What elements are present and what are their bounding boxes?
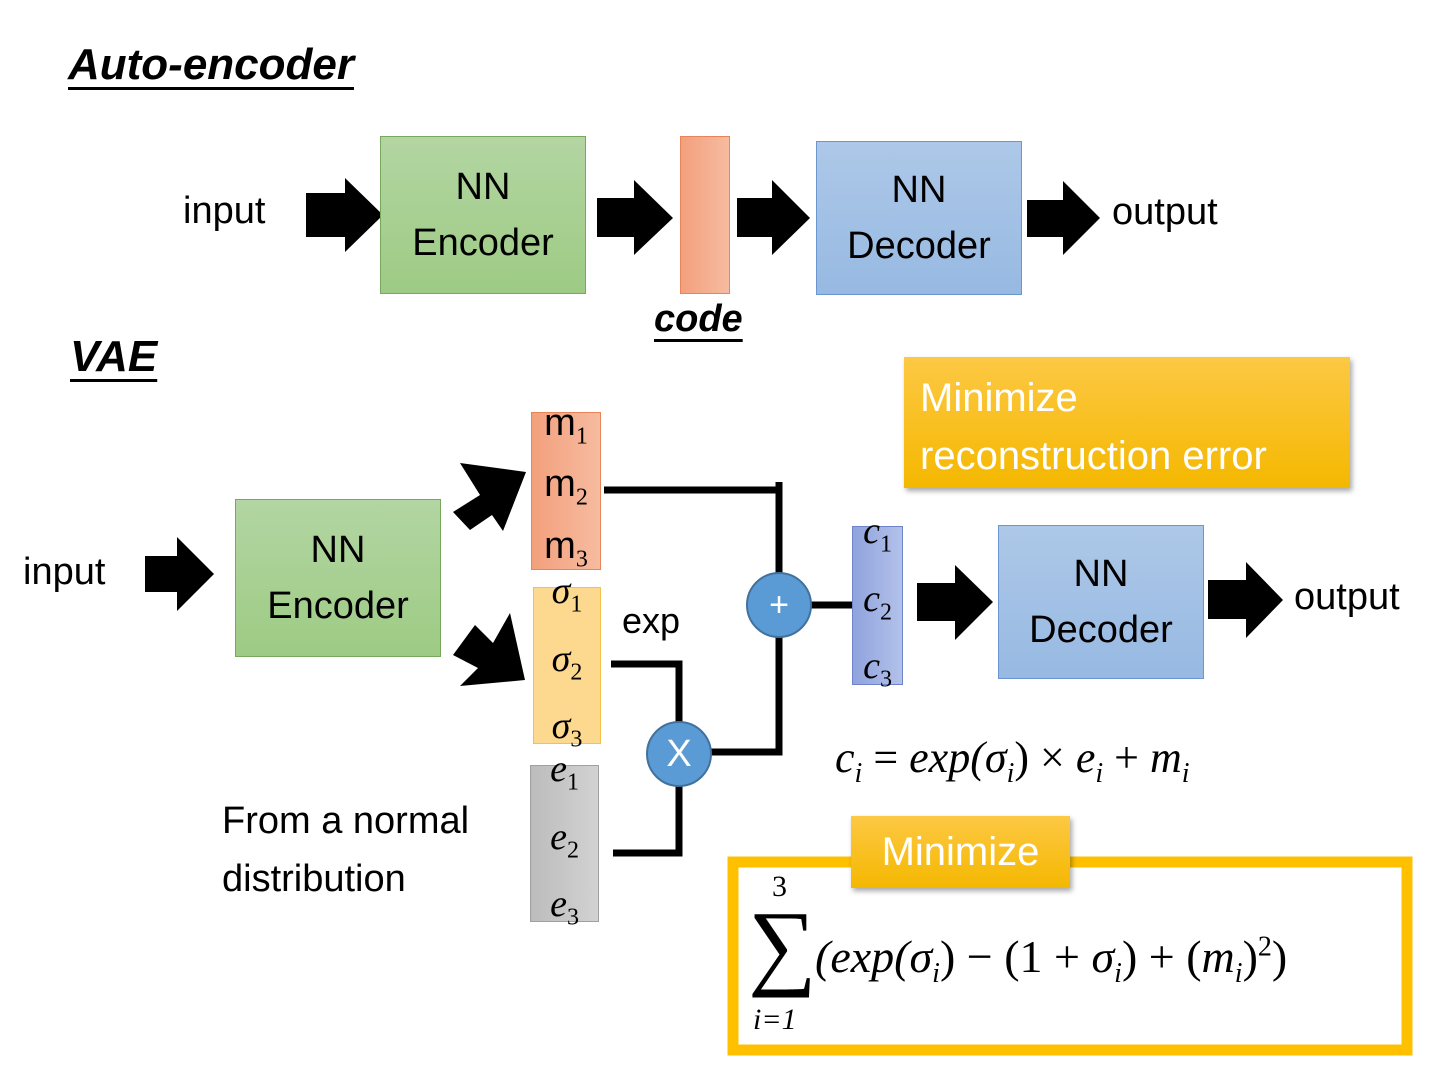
normal-distribution-label: From a normal distribution (222, 792, 469, 908)
arrow-decoder-to-output-vae (1208, 562, 1283, 638)
kl-sum-upper: 3 (772, 870, 787, 903)
normal-label-line1: From a normal (222, 800, 470, 842)
m-element: m1 (544, 401, 588, 450)
ae-input-label: input (183, 190, 266, 232)
line-sigma-to-multiply (611, 660, 683, 722)
ae-nn-encoder: NN Encoder (380, 136, 586, 294)
ae-encoder-line2: Encoder (412, 222, 554, 264)
line-m-to-plus (604, 486, 783, 573)
vae-decoder-line2: Decoder (1029, 609, 1173, 651)
vae-input-label: input (23, 551, 106, 593)
kl-loss-frame (727, 856, 1413, 1056)
line-e-to-multiply (613, 786, 683, 857)
kl-sum-lower: i=1 (753, 1003, 797, 1036)
arrow-input-to-encoder (306, 178, 383, 252)
multiply-node (646, 721, 712, 787)
code-label: code (654, 298, 743, 340)
ae-decoder-line2: Decoder (847, 225, 991, 267)
c-element: c1 (863, 510, 892, 558)
m-element: m2 (544, 463, 588, 511)
arrow-encoder-to-code (597, 180, 673, 255)
mean-vector: m1 m2 m3 (531, 402, 601, 572)
m-element: m3 (544, 524, 588, 573)
arrow-encoder-to-m (453, 463, 526, 531)
line-multiply-to-plus (711, 637, 783, 756)
sigma-element: σ3 (551, 705, 583, 753)
kl-formula-body: (exp(σi) − (1 + σi) + (mi)2) (815, 931, 1288, 990)
sigma-element: σ2 (551, 637, 583, 686)
exp-label: exp (622, 600, 681, 641)
arrow-c-to-decoder (917, 565, 993, 640)
callout-line1: Minimize (920, 376, 1078, 420)
ae-nn-decoder: NN Decoder (816, 141, 1022, 295)
multiply-symbol: X (666, 733, 692, 775)
c-formula: ci = exp(σi) × ei + mi (835, 733, 1190, 789)
arrow-vae-input-to-encoder (145, 537, 214, 611)
ae-decoder-line1: NN (891, 169, 947, 211)
sigma-vector: σ1 σ2 σ3 (533, 570, 601, 753)
normal-label-line2: distribution (222, 858, 406, 900)
vae-encoder-line1: NN (310, 529, 366, 571)
plus-node (746, 572, 812, 638)
arrow-code-to-decoder (737, 180, 810, 255)
autoencoder-title: Auto-encoder (68, 40, 354, 89)
vae-encoder-line2: Encoder (267, 585, 409, 627)
c-element: c2 (863, 577, 892, 626)
code-vector (680, 136, 730, 294)
e-element: e3 (550, 883, 579, 931)
vae-nn-decoder: NN Decoder (998, 525, 1204, 679)
plus-symbol: + (769, 586, 789, 624)
kl-minimize-callout: Minimize (851, 816, 1070, 888)
vae-decoder-line1: NN (1073, 553, 1129, 595)
e-element: e2 (550, 815, 579, 864)
c-element: c3 (863, 645, 892, 693)
ae-output-label: output (1112, 191, 1218, 233)
arrow-decoder-to-output (1027, 181, 1100, 255)
vae-output-label: output (1294, 576, 1400, 618)
kl-sum-symbol: ∑ (748, 891, 817, 998)
reconstruction-error-callout: Minimize reconstruction error (904, 357, 1350, 488)
noise-vector: e1 e2 e3 (530, 748, 599, 931)
callout-line2: reconstruction error (920, 434, 1267, 478)
vae-nn-encoder: NN Encoder (235, 499, 441, 657)
sigma-element: σ1 (551, 570, 583, 618)
latent-c-vector: c1 c2 c3 (852, 510, 903, 693)
ae-encoder-line1: NN (455, 166, 511, 208)
e-element: e1 (550, 748, 579, 796)
arrow-encoder-to-sigma (453, 613, 525, 686)
vae-title: VAE (70, 332, 158, 381)
